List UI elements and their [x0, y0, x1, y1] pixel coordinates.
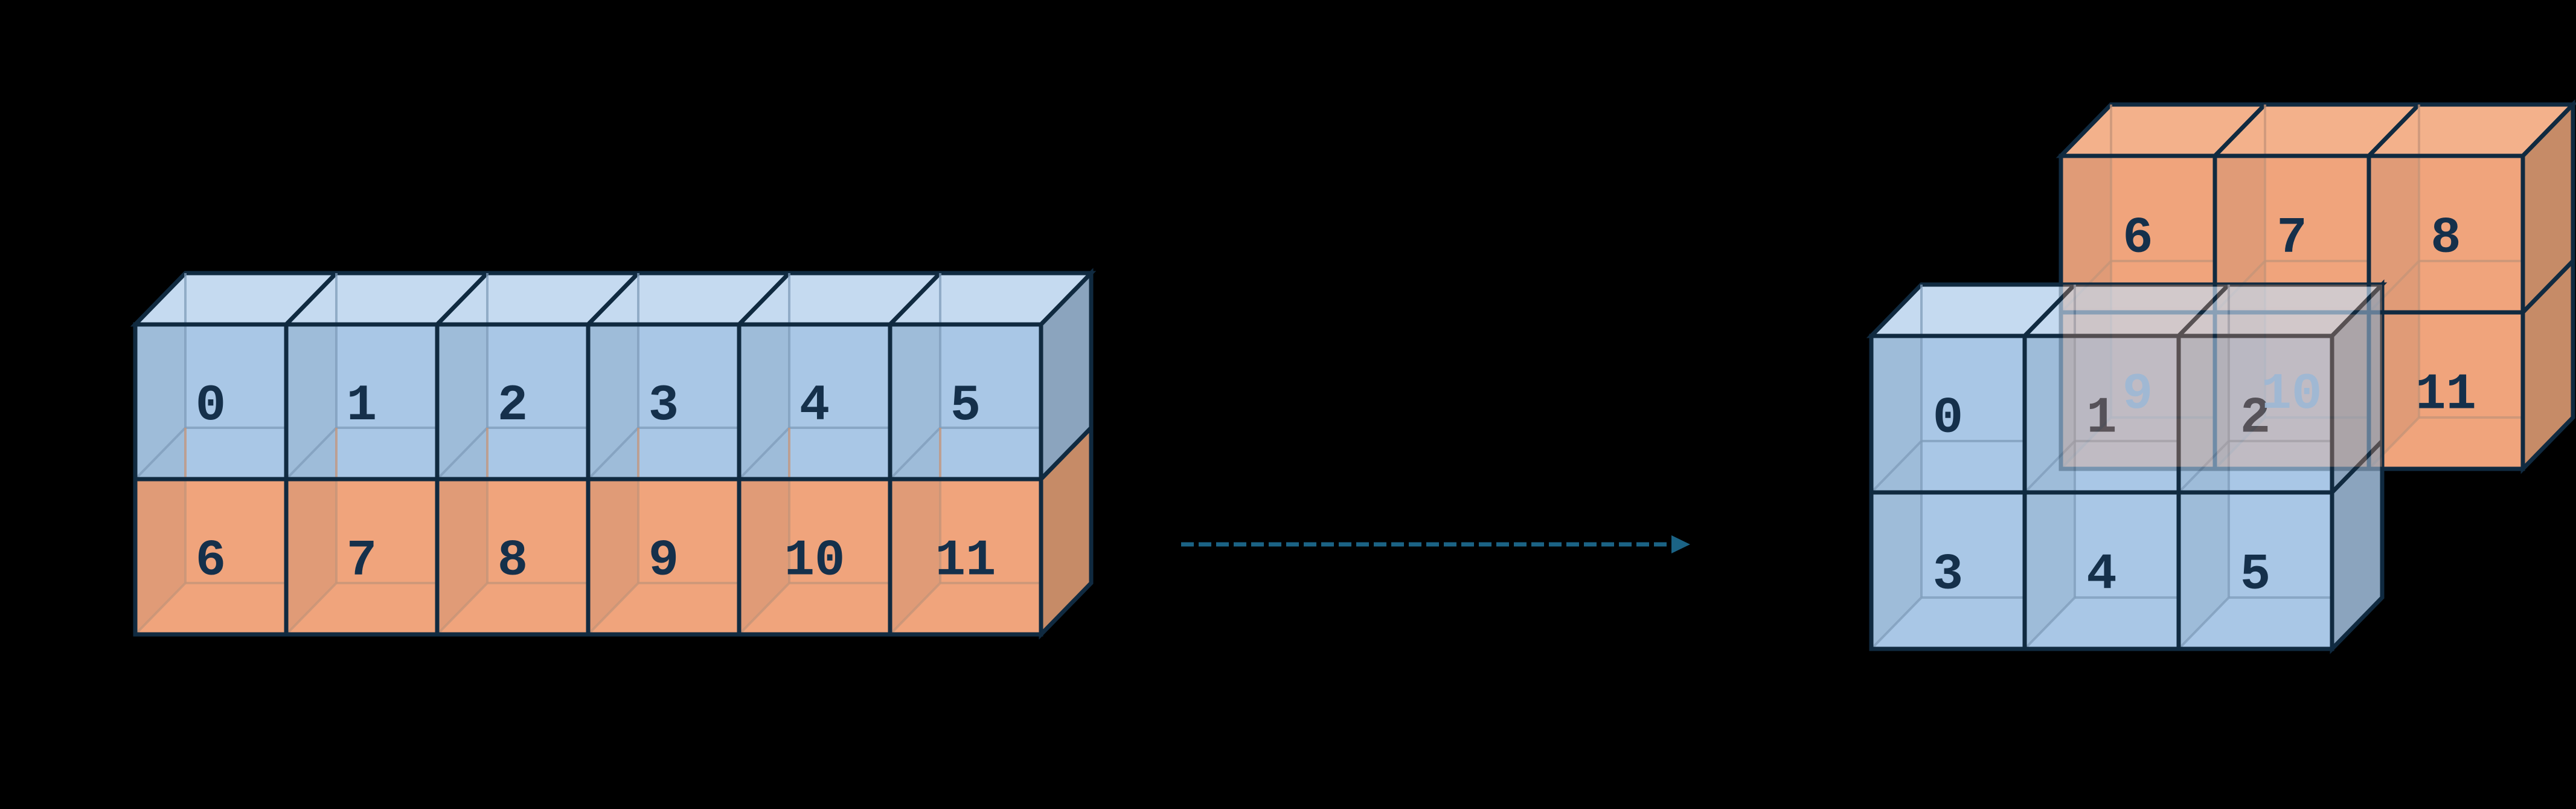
- cube-back-edge: [587, 582, 639, 636]
- cell-label: 6: [196, 533, 226, 590]
- cell-label: 1: [2086, 390, 2116, 448]
- cube-back-edge: [285, 582, 338, 636]
- cell-label: 2: [498, 378, 528, 435]
- cube-back-edge: [2368, 285, 2382, 314]
- cell-label: 3: [649, 378, 679, 435]
- cell-label: 5: [950, 378, 981, 435]
- cell-label: 6: [2123, 210, 2153, 268]
- cube-back-edge: [2023, 440, 2076, 494]
- ghost-overlay: [2059, 285, 2382, 471]
- cube-front-face: [2061, 285, 2215, 312]
- cell-label: 11: [935, 533, 996, 590]
- cube-back-edge: [2060, 416, 2112, 470]
- cube-front-face: [2369, 285, 2382, 312]
- cell-label: 7: [347, 533, 377, 590]
- cube-back-edge: [738, 427, 790, 480]
- cell-label: 4: [799, 378, 830, 435]
- cube-back-edge: [889, 582, 941, 636]
- cube-back-edge: [436, 427, 489, 480]
- cube-front-outline: [888, 477, 1043, 637]
- cube-front-face: [2061, 312, 2215, 469]
- cell-label: 5: [2240, 547, 2270, 604]
- cube-front-face: [2369, 312, 2382, 469]
- cube-back-edge: [134, 582, 187, 636]
- cell-label: 0: [1933, 390, 1963, 448]
- cube-back-edge: [2060, 285, 2112, 314]
- cube-front-outline: [2366, 310, 2382, 471]
- cell-label: 0: [196, 378, 226, 435]
- right-array-back-layer: [2059, 285, 2382, 471]
- cube-back-edge: [2177, 596, 2230, 650]
- cube-front-outline: [2059, 285, 2217, 315]
- cell-label: 1: [347, 378, 377, 435]
- cell-label: 2: [2240, 390, 2270, 448]
- cell-label: 10: [784, 533, 845, 590]
- cube-back-edge: [134, 427, 187, 480]
- cube-back-edge: [738, 582, 790, 636]
- cell-label: 4: [2086, 547, 2116, 604]
- reshape-arrow: [1181, 535, 1690, 553]
- cube-front-face: [2215, 285, 2369, 312]
- cell-label: 7: [2276, 210, 2307, 268]
- cube-back-edge: [2214, 285, 2266, 314]
- hidden-cell-label: 9: [2123, 366, 2153, 424]
- cube-back-edge: [2177, 440, 2230, 494]
- cell-label: 3: [1933, 547, 1963, 604]
- cube-front-outline: [2059, 310, 2217, 471]
- cube-back-edge: [587, 427, 639, 480]
- cell-label: 8: [2430, 210, 2461, 268]
- cell-label: 11: [2415, 367, 2476, 424]
- cube-back-edge: [2368, 416, 2382, 470]
- right-array-front-layer: 0 1 2 3 4 5: [1866, 279, 2388, 654]
- left-array-2x6: 0 1 2 3 4 5 6 7 8 9 10 11: [130, 268, 1097, 640]
- cube-front-outline: [2212, 285, 2371, 315]
- cube-back-edge: [285, 427, 338, 480]
- cell-label: 9: [649, 533, 679, 590]
- hidden-cell-label: 10: [2261, 366, 2322, 424]
- cube-back-edge: [1870, 596, 1923, 650]
- cell-label: 8: [498, 533, 528, 590]
- cube-back-edge: [436, 582, 489, 636]
- arrow-head: [1671, 535, 1690, 553]
- cube-back-edge: [2023, 596, 2076, 650]
- cube-back-edge: [889, 427, 941, 480]
- cube-back-edge: [1870, 440, 1923, 494]
- cube-front-face: [2215, 312, 2369, 469]
- cube-front-outline: [2176, 490, 2334, 651]
- cube-front-outline: [2212, 310, 2371, 471]
- cube-back-edge: [2214, 416, 2266, 470]
